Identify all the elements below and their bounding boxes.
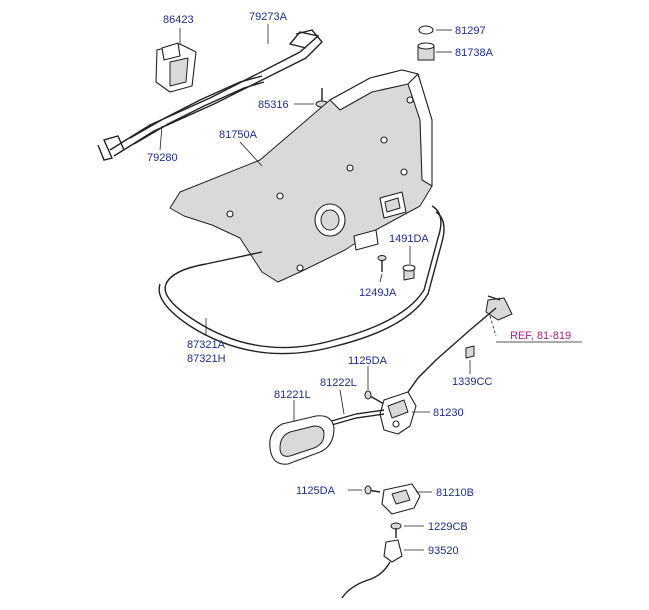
label-87321h: 87321H xyxy=(187,353,226,365)
leader-81222l xyxy=(339,389,345,415)
label-79273a: 79273A xyxy=(249,11,288,23)
trim-panel-81750a xyxy=(169,69,433,283)
label-86423: 86423 xyxy=(163,14,194,26)
label-1229cb: 1229CB xyxy=(428,521,468,533)
label-81230: 81230 xyxy=(433,407,464,419)
switch-93520 xyxy=(341,539,403,599)
leader-79280 xyxy=(159,125,163,151)
rod-79280 xyxy=(129,75,265,145)
label-81222l: 81222L xyxy=(320,377,357,389)
bolt-1125da-bottom xyxy=(364,485,381,495)
bolt-1491da xyxy=(402,264,416,281)
screw-1229cb xyxy=(390,522,402,538)
bolt-1125da-top xyxy=(364,390,385,405)
label-81297: 81297 xyxy=(455,25,486,37)
label-81738a: 81738A xyxy=(455,47,494,59)
leader-1249ja xyxy=(379,273,383,283)
label-ref: REF, 81-819 xyxy=(510,330,571,342)
label-1125da-top: 1125DA xyxy=(348,355,388,367)
striker-81210b xyxy=(381,483,421,515)
latch-81230 xyxy=(379,391,417,435)
bolt-1249ja xyxy=(377,255,387,272)
label-1125da-bottom: 1125DA xyxy=(296,485,336,497)
cap-81297 xyxy=(418,25,434,35)
cable-81222l xyxy=(327,409,385,427)
actuator-ref xyxy=(407,295,513,393)
handle-81221l xyxy=(269,415,335,465)
bumper-81738a xyxy=(417,42,435,61)
grommet-1339cc xyxy=(465,345,475,359)
label-1339cc: 1339CC xyxy=(452,376,492,388)
label-93520: 93520 xyxy=(428,545,459,557)
leader-ref-dash xyxy=(489,315,497,337)
weatherstrip-87321a xyxy=(158,205,445,355)
label-81221l: 81221L xyxy=(274,389,311,401)
label-1491da: 1491DA xyxy=(389,233,429,245)
label-87321a: 87321A xyxy=(187,339,226,351)
label-81750a: 81750A xyxy=(219,129,258,141)
bracket-86423 xyxy=(155,42,197,93)
leader-81750a xyxy=(239,141,263,167)
label-85316: 85316 xyxy=(258,99,289,111)
label-1249ja: 1249JA xyxy=(359,287,397,299)
label-81210b: 81210B xyxy=(436,487,474,499)
label-79280: 79280 xyxy=(147,152,178,164)
